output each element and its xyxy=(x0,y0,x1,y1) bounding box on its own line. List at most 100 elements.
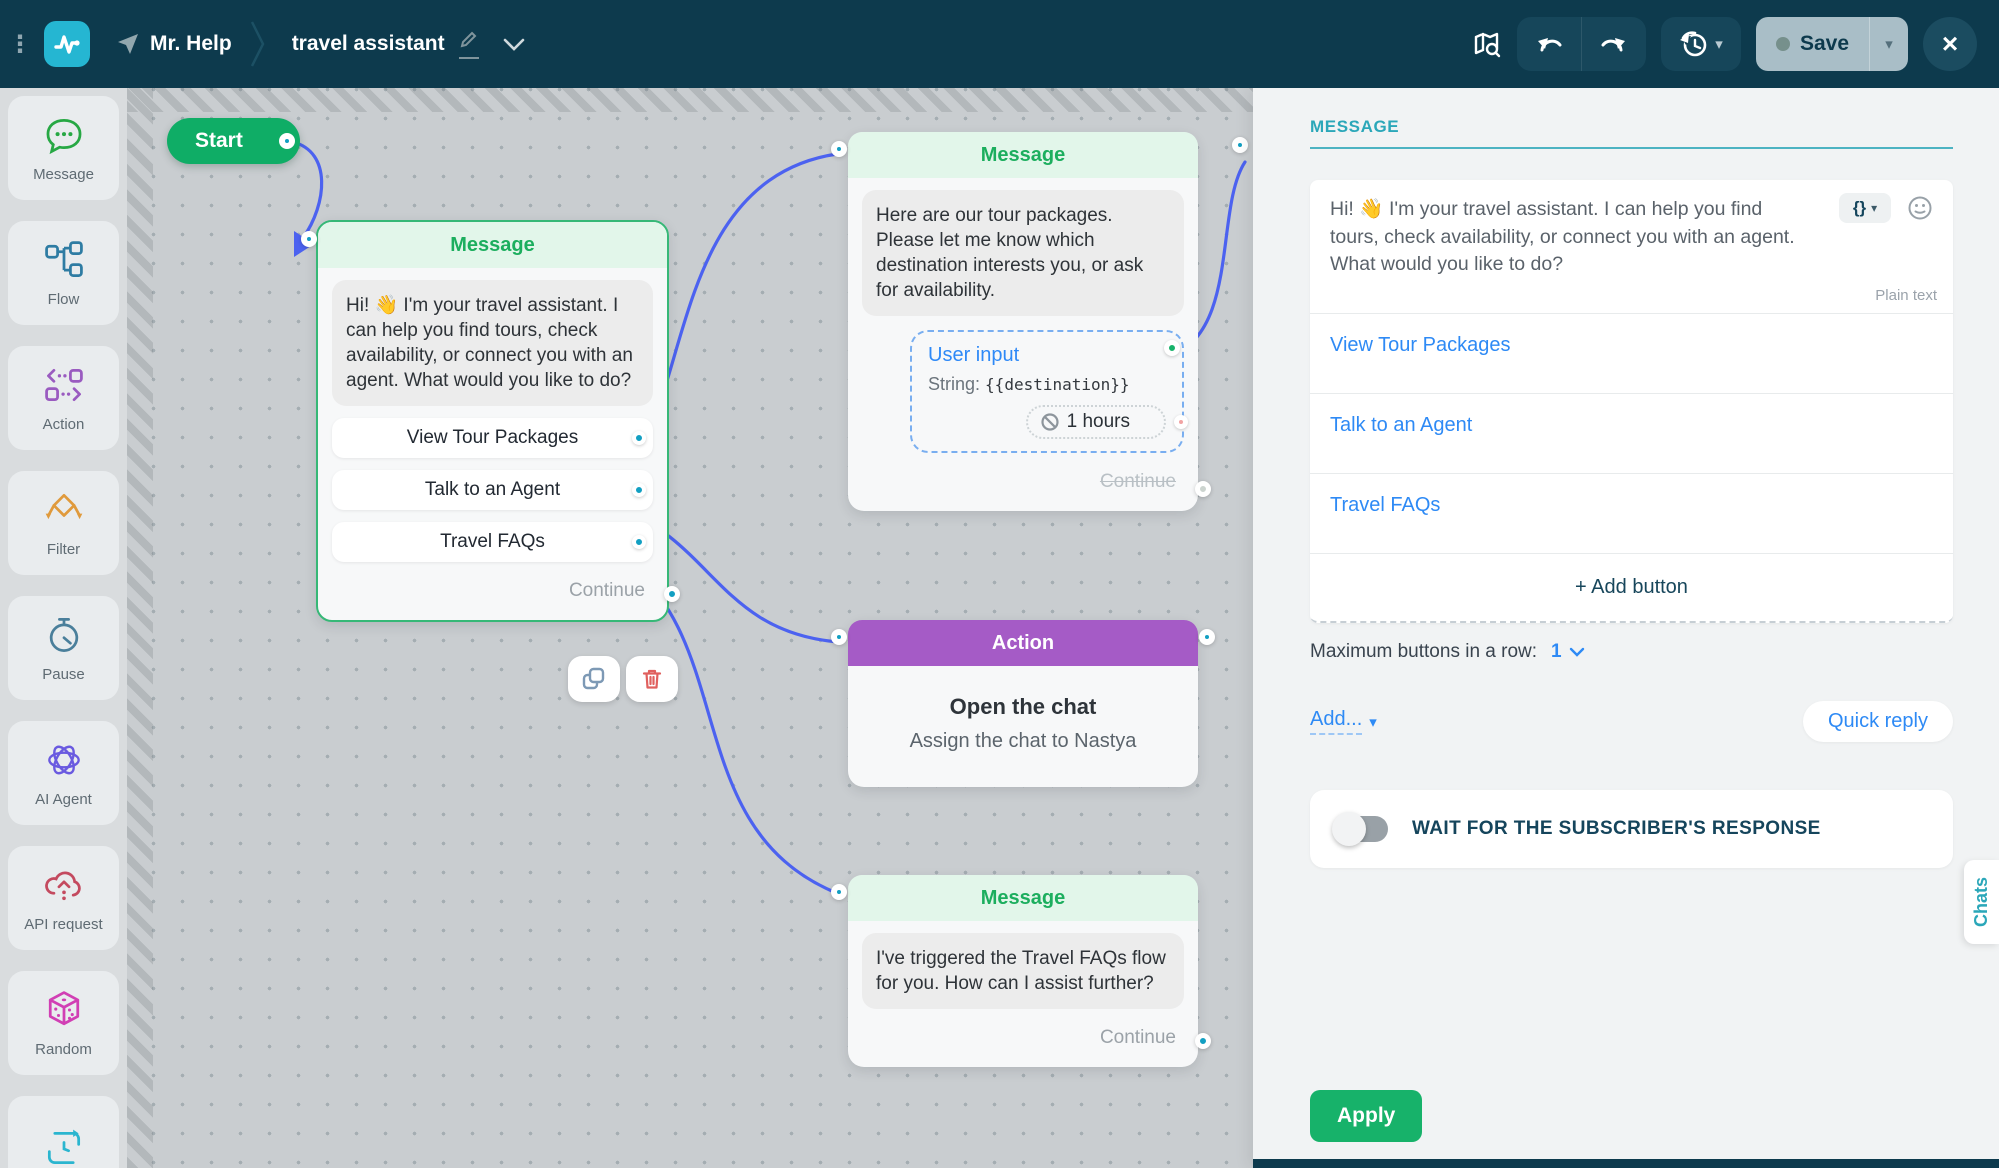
chevron-down-icon xyxy=(1569,647,1584,657)
undo-button[interactable] xyxy=(1517,17,1581,71)
app-logo xyxy=(44,21,90,67)
continue-label: Continue xyxy=(1099,1027,1176,1049)
sidebar-item-flow[interactable]: Flow xyxy=(8,221,119,325)
button-output-port[interactable] xyxy=(632,431,646,446)
history-button[interactable]: ▾ xyxy=(1660,17,1741,71)
max-buttons-select[interactable]: 1 xyxy=(1551,641,1585,663)
overflow-menu-icon[interactable]: ⋮ xyxy=(8,30,32,58)
button-label: Travel FAQs xyxy=(440,531,545,553)
sidebar-label: Random xyxy=(35,1041,92,1058)
continue-output-port[interactable] xyxy=(664,586,680,603)
variable-name: {{destination}} xyxy=(985,375,1130,395)
quick-reply-button[interactable]: Quick reply xyxy=(1802,701,1953,743)
sidebar-item-pause[interactable]: Pause xyxy=(8,596,119,700)
chats-tab-label: Chats xyxy=(1971,877,1991,928)
user-input-output-port[interactable] xyxy=(1164,340,1180,357)
continue-output-port-disabled[interactable] xyxy=(1195,481,1211,498)
edit-title-icon[interactable] xyxy=(458,29,479,59)
sidebar-item-api-request[interactable]: API request xyxy=(8,846,119,950)
user-input-label: User input xyxy=(928,344,1020,367)
message-node-faq[interactable]: Message I've triggered the Travel FAQs f… xyxy=(831,875,1211,1068)
max-buttons-label: Maximum buttons in a row: xyxy=(1310,641,1538,663)
add-content-dropdown[interactable]: Add... ▾ xyxy=(1310,708,1377,736)
add-link-label: Add... xyxy=(1310,708,1363,736)
node-input-port[interactable] xyxy=(831,884,847,900)
node-header: Message xyxy=(848,875,1198,921)
message-node-main[interactable]: Message Hi! 👋 I'm your travel assistant.… xyxy=(301,220,680,623)
continue-label-disabled: Continue xyxy=(1099,471,1176,493)
caret-down-icon: ▾ xyxy=(1885,36,1893,53)
start-node[interactable]: Start xyxy=(167,118,300,164)
panel-button-talk-to-agent[interactable]: Talk to an Agent xyxy=(1310,393,1953,473)
map-search-icon[interactable] xyxy=(1470,28,1502,60)
delete-node-button[interactable] xyxy=(626,656,678,702)
copy-node-button[interactable] xyxy=(568,656,620,702)
group-divider xyxy=(1580,17,1582,71)
message-settings-panel: MESSAGE Hi! 👋 I'm your travel assistant.… xyxy=(1253,88,1999,1168)
breadcrumb-separator xyxy=(250,21,265,67)
action-icon xyxy=(44,368,83,402)
panel-button-travel-faqs[interactable]: Travel FAQs xyxy=(1310,473,1953,553)
dice-icon xyxy=(48,991,79,1026)
emoji-picker-button[interactable] xyxy=(1907,195,1933,226)
continue-label: Continue xyxy=(568,580,645,602)
button-label: View Tour Packages xyxy=(406,427,579,449)
continue-output-port[interactable] xyxy=(1195,1033,1211,1050)
flow-title[interactable]: travel assistant xyxy=(291,32,445,55)
sidebar-item-action[interactable]: Action xyxy=(8,346,119,450)
unsaved-indicator-dot xyxy=(1775,37,1790,51)
offscreen-node-input-port[interactable] xyxy=(1232,137,1248,153)
insert-variable-button[interactable]: {} ▾ xyxy=(1839,193,1891,223)
close-button[interactable]: × xyxy=(1923,17,1977,71)
account-name[interactable]: Mr. Help xyxy=(150,32,232,55)
timeout-pill[interactable]: 1 hours xyxy=(1025,405,1188,440)
sidebar-item-random[interactable]: Random xyxy=(8,971,119,1075)
node-button-talk-to-agent[interactable]: Talk to an Agent xyxy=(332,470,653,511)
add-button[interactable]: + Add button xyxy=(1310,553,1953,621)
message-text: Here are our tour packages. Please let m… xyxy=(862,190,1184,317)
sidebar-item-filter[interactable]: Filter xyxy=(8,471,119,575)
button-output-port[interactable] xyxy=(632,535,646,550)
save-options-caret[interactable]: ▾ xyxy=(1870,17,1908,71)
wait-response-toggle[interactable] xyxy=(1332,812,1388,847)
timeout-output-port[interactable] xyxy=(1174,415,1188,430)
sidebar-label: Filter xyxy=(46,541,81,558)
sidebar-item-partial[interactable] xyxy=(8,1096,119,1168)
chats-tab[interactable]: Chats xyxy=(1964,860,1999,945)
message-bubble-icon xyxy=(46,118,81,155)
flow-canvas[interactable]: Start Message Hi! 👋 I'm your travel assi… xyxy=(127,88,1253,1168)
node-button-travel-faqs[interactable]: Travel FAQs xyxy=(332,522,653,563)
start-output-port[interactable] xyxy=(279,133,295,149)
sidebar-item-ai-agent[interactable]: AI Agent xyxy=(8,721,119,825)
action-subtitle: Assign the chat to Nastya xyxy=(909,730,1137,752)
toggle-knob xyxy=(1332,812,1366,847)
user-input-block[interactable]: User input String: {{destination}} 1 hou… xyxy=(910,330,1188,454)
wire-start-to-main xyxy=(291,140,324,240)
redo-button[interactable] xyxy=(1582,17,1646,71)
pulse-icon xyxy=(54,35,80,54)
node-input-port[interactable] xyxy=(301,231,317,247)
action-node[interactable]: Action Open the chat Assign the chat to … xyxy=(831,620,1215,787)
node-header: Action xyxy=(848,620,1198,666)
node-button-view-tour-packages[interactable]: View Tour Packages xyxy=(332,418,653,459)
message-node-tours[interactable]: Message Here are our tour packages. Plea… xyxy=(831,132,1211,512)
message-text-editor[interactable]: Hi! 👋 I'm your travel assistant. I can h… xyxy=(1310,180,1953,313)
button-output-port[interactable] xyxy=(632,483,646,498)
panel-button-view-tour-packages[interactable]: View Tour Packages xyxy=(1310,313,1953,393)
node-input-port[interactable] xyxy=(831,141,847,157)
sidebar-label: Flow xyxy=(47,291,80,308)
save-button[interactable]: Save xyxy=(1756,17,1869,71)
sidebar-item-message[interactable]: Message xyxy=(8,96,119,200)
node-input-port[interactable] xyxy=(831,629,847,645)
stopwatch-icon xyxy=(49,618,78,652)
node-header: Message xyxy=(318,222,667,268)
title-chevron-down-icon[interactable] xyxy=(503,38,525,51)
flow-icon xyxy=(44,241,83,277)
message-text-value[interactable]: Hi! 👋 I'm your travel assistant. I can h… xyxy=(1330,198,1795,276)
node-output-port[interactable] xyxy=(1199,629,1215,645)
max-buttons-value: 1 xyxy=(1551,641,1562,663)
message-editor-card: Hi! 👋 I'm your travel assistant. I can h… xyxy=(1310,180,1953,624)
apply-button[interactable]: Apply xyxy=(1310,1090,1423,1142)
caret-down-icon: ▾ xyxy=(1369,713,1377,731)
sidebar-label: API request xyxy=(24,916,103,933)
